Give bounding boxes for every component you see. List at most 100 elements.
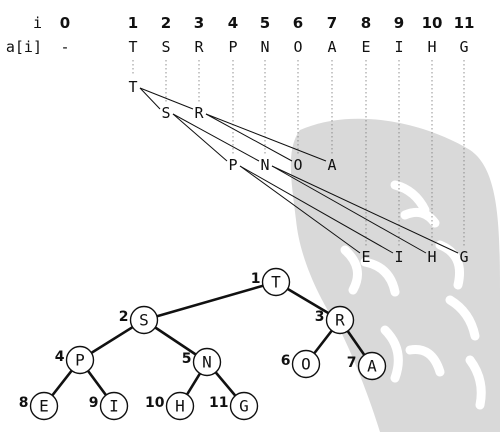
- tree-node-index: 8: [19, 395, 29, 411]
- watermark-stroke: [400, 207, 440, 228]
- array-cell-9: I: [394, 38, 403, 56]
- tree-node-3: R3: [315, 305, 355, 335]
- tree-node-index: 5: [182, 351, 192, 367]
- array-cell-7: A: [327, 38, 336, 56]
- level-link-5-11: [271, 165, 459, 254]
- level-link-2-5: [172, 113, 260, 162]
- tree-node-letter: N: [202, 353, 212, 372]
- watermark: [290, 118, 500, 432]
- index-6: 6: [293, 14, 303, 32]
- tree-node-circle: [291, 349, 321, 379]
- tree-node-circle: [99, 391, 129, 421]
- level-letter-8: E: [361, 248, 370, 266]
- index-10: 10: [422, 14, 443, 32]
- index-3: 3: [194, 14, 204, 32]
- tree-node-letter: S: [139, 311, 149, 330]
- column-guides: [132, 60, 465, 246]
- array-cell-3: R: [194, 38, 204, 56]
- tree-node-6: O6: [281, 349, 321, 379]
- tree-node-letter: P: [75, 351, 85, 370]
- tree-node-letter: R: [335, 311, 345, 330]
- array-cell-2: S: [161, 38, 170, 56]
- watermark-stroke: [340, 245, 362, 295]
- watermark-stroke: [405, 344, 445, 377]
- level-letter-6: O: [293, 156, 302, 174]
- tree-node-index: 10: [145, 395, 165, 411]
- level-link-4-9: [239, 165, 394, 254]
- tree-node-index: 3: [315, 309, 325, 325]
- tree-node-7: A7: [347, 351, 387, 381]
- tree-node-circle: [165, 391, 195, 421]
- tree-node-1: T1: [251, 267, 291, 297]
- level-link-4-8: [239, 165, 361, 254]
- tree-node-index: 4: [55, 349, 65, 365]
- index-2: 2: [161, 14, 171, 32]
- level-link-3-7: [205, 113, 327, 162]
- array-cell-4: P: [228, 38, 237, 56]
- watermark-stroke: [360, 257, 400, 297]
- level-letter-9: I: [394, 248, 403, 266]
- watermark-stroke: [380, 325, 403, 383]
- tree-node-letter: H: [175, 397, 185, 416]
- tree-node-circle: [65, 345, 95, 375]
- tree-node-circle: [129, 305, 159, 335]
- level-link-5-10: [271, 165, 427, 254]
- watermark-shape: [290, 118, 500, 432]
- tree-node-letter: A: [367, 357, 377, 376]
- tree-node-index: 2: [119, 309, 129, 325]
- array-cell-6: O: [293, 38, 302, 56]
- tree-node-8: E8: [19, 391, 59, 421]
- tree-node-circle: [261, 267, 291, 297]
- tree-node-9: I9: [89, 391, 129, 421]
- index-8: 8: [361, 14, 371, 32]
- tree-node-letter: T: [271, 273, 281, 292]
- array-cell-1: T: [128, 38, 137, 56]
- tree-node-circle: [192, 347, 222, 377]
- tree-edge-1-2: [143, 280, 277, 322]
- array-row-label: a[i]: [6, 38, 42, 56]
- tree-node-index: 7: [347, 355, 357, 371]
- level-letter-5: N: [260, 156, 269, 174]
- level-link-1-3: [139, 87, 194, 110]
- tree-node-circle: [229, 391, 259, 421]
- watermark-stroke: [445, 295, 480, 341]
- array-cell-10: H: [427, 38, 436, 56]
- tree-node-index: 11: [209, 395, 228, 411]
- tree-node-letter: G: [239, 397, 249, 416]
- index-9: 9: [394, 14, 404, 32]
- level-letter-7: A: [327, 156, 336, 174]
- index-5: 5: [260, 14, 270, 32]
- level-letter-11: G: [459, 248, 468, 266]
- tree-node-letter: E: [39, 397, 49, 416]
- tree-node-circle: [357, 351, 387, 381]
- array-cell-5: N: [260, 38, 269, 56]
- tree-node-2: S2: [119, 305, 159, 335]
- tree-node-index: 1: [251, 271, 261, 287]
- index-11: 11: [454, 14, 475, 32]
- tree-node-4: P4: [55, 345, 95, 375]
- index-1: 1: [128, 14, 138, 32]
- tree-node-index: 6: [281, 353, 291, 369]
- tree-node-5: N5: [182, 347, 222, 377]
- tree-node-letter: I: [109, 397, 119, 416]
- level-link-3-6: [205, 113, 293, 162]
- level-letter-10: H: [427, 248, 436, 266]
- watermark-stroke: [390, 180, 430, 215]
- watermark-stroke: [465, 355, 486, 410]
- tree-node-index: 9: [89, 395, 99, 411]
- tree-node-circle: [325, 305, 355, 335]
- index-4: 4: [228, 14, 238, 32]
- array-cell-11: G: [459, 38, 468, 56]
- array-cell-8: E: [361, 38, 370, 56]
- level-letter-2: S: [161, 104, 170, 122]
- tree-node-11: G 11: [209, 391, 259, 421]
- index-7: 7: [327, 14, 337, 32]
- level-letter-3: R: [194, 104, 204, 122]
- level-letter-1: T: [128, 78, 137, 96]
